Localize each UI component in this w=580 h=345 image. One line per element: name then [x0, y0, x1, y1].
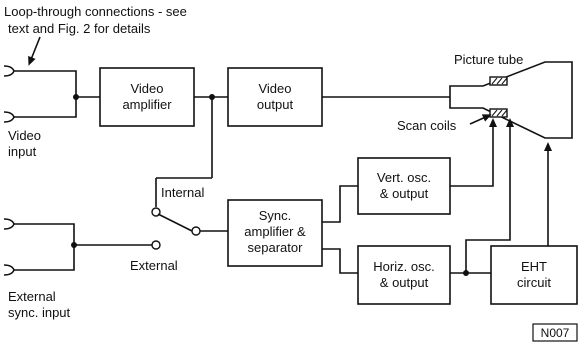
external-label: External	[130, 258, 178, 273]
switch-external-contact	[151, 240, 161, 250]
figure-code: N007	[541, 326, 570, 340]
video-input-label-line1: Video	[8, 128, 41, 143]
video-amplifier-label-line1: Video	[130, 81, 163, 96]
horiz-drive-arrow	[465, 118, 514, 273]
loop-through-note-line1: Loop-through connections - see	[4, 4, 187, 19]
vert-osc-label-line2: & output	[380, 186, 429, 201]
eht-label-line1: EHT	[521, 259, 547, 274]
scan-coils-pointer	[469, 114, 492, 125]
vert-osc-label-line1: Vert. osc.	[377, 170, 431, 185]
loop-through-pointer	[28, 36, 41, 66]
video-input-label-line2: input	[8, 144, 37, 159]
scan-coil-top	[489, 76, 508, 86]
sync-block-label-line2: amplifier &	[244, 224, 306, 239]
picture-tube	[449, 61, 573, 139]
external-sync-label-line2: sync. input	[8, 305, 71, 320]
video-output-block	[227, 67, 323, 127]
horiz-osc-label-line1: Horiz. osc.	[373, 259, 434, 274]
sync-amp-separator-block	[227, 199, 323, 267]
horiz-osc-output-block	[357, 245, 451, 305]
scan-coils-label: Scan coils	[397, 118, 457, 133]
horiz-osc-label-line2: & output	[380, 275, 429, 290]
video-input-connectors	[3, 65, 100, 123]
sync-block-label-line3: separator	[248, 240, 304, 255]
external-sync-connectors	[3, 218, 152, 276]
picture-tube-label: Picture tube	[454, 52, 523, 67]
video-output-label-line1: Video	[258, 81, 291, 96]
internal-label: Internal	[161, 185, 204, 200]
external-sync-label-line1: External	[8, 289, 56, 304]
selector-switch-arm	[157, 213, 193, 232]
eht-label-line2: circuit	[517, 275, 551, 290]
vert-drive-arrow	[450, 118, 497, 187]
video-output-label-line2: output	[257, 97, 294, 112]
loop-through-note-line2: text and Fig. 2 for details	[8, 21, 151, 36]
figure-code-box	[532, 323, 578, 342]
eht-circuit-block	[490, 245, 578, 305]
switch-common-contact	[191, 226, 201, 236]
video-amplifier-label-line2: amplifier	[122, 97, 172, 112]
scan-coil-bottom	[489, 108, 508, 118]
sync-block-label-line1: Sync.	[259, 208, 292, 223]
